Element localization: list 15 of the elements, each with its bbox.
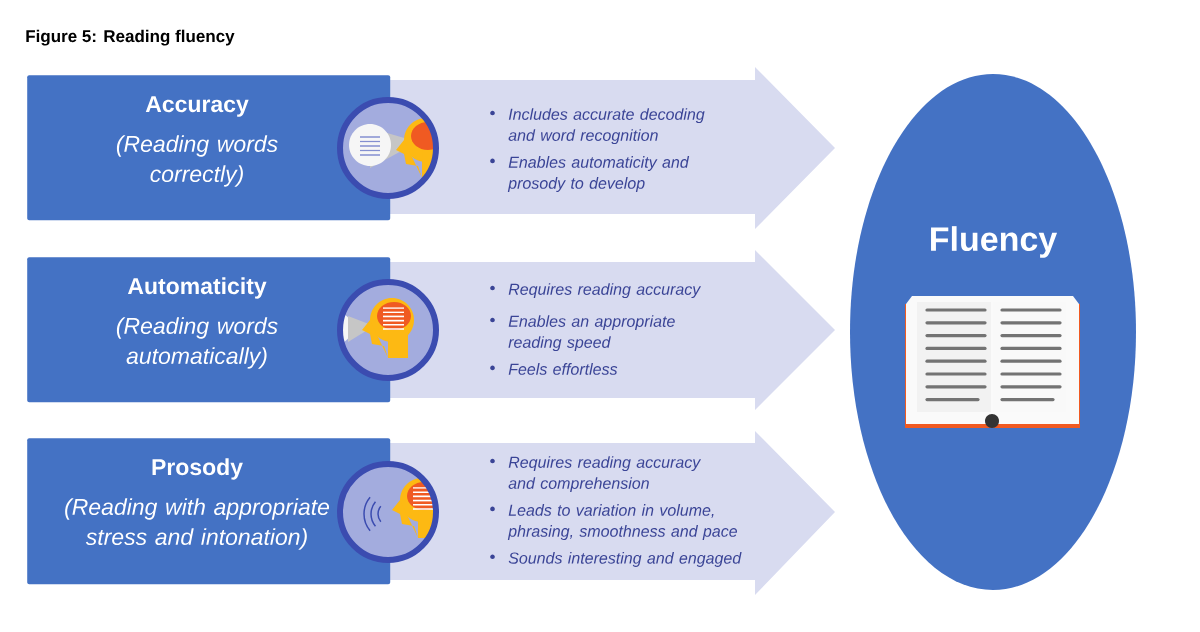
- bullet-item: Sounds interesting and engaged: [490, 552, 742, 567]
- category-box: Prosody (Reading with appropriate stress and intonation): [27, 438, 391, 585]
- bullet-item: Enables automaticity and prosody to develop: [490, 156, 690, 193]
- bullet-item: Feels effortless: [490, 363, 618, 375]
- arrow-band: [390, 250, 835, 410]
- figure-title: Figure 5: Reading fluency: [26, 29, 235, 46]
- arrow-band: [390, 431, 835, 595]
- bullet-item: Includes accurate decoding and word recognition: [490, 108, 705, 145]
- bullet-item: Enables an appropriate reading speed: [490, 315, 675, 352]
- bullet-item: Leads to variation in volume, phrasing, smoothness and pace: [490, 504, 738, 541]
- category-box: Automaticity (Reading words automatically): [27, 257, 391, 403]
- arrow-band: [390, 67, 835, 229]
- category-box: Accuracy (Reading words correctly): [27, 75, 391, 221]
- bullet-item: Requires reading accuracy and comprehension: [490, 456, 702, 493]
- bullet-item: Requires reading accuracy: [490, 283, 702, 299]
